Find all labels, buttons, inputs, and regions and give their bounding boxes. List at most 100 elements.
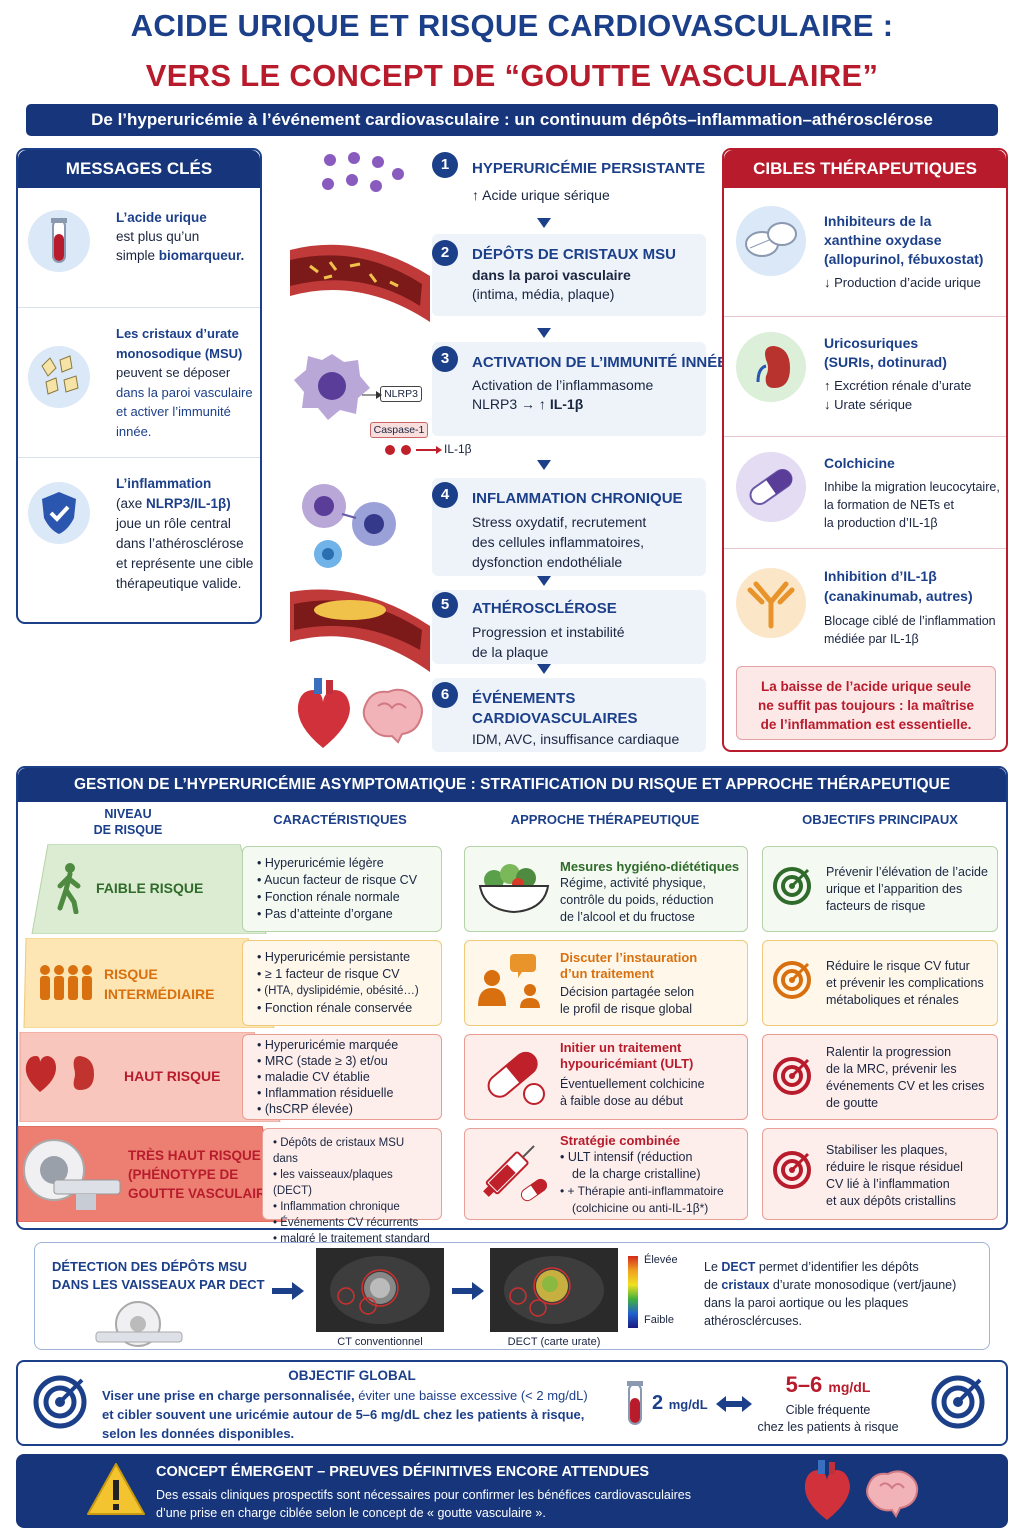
arrow-down-icon (537, 460, 551, 470)
shield-icon (28, 482, 90, 544)
step-6-title-2: CARDIOVASCULAIRES (472, 710, 638, 727)
antibody-icon (736, 568, 806, 638)
color-scale-bar (628, 1256, 638, 1328)
brain-icon (862, 1468, 922, 1518)
arrow-small-icon (362, 388, 382, 400)
step-3-title: ACTIVATION DE L’IMMUNITÉ INNÉE (472, 354, 728, 371)
arrow-down-icon (537, 328, 551, 338)
ap-high-title-1: Initier un traitement (560, 1040, 682, 1055)
level-low-label: FAIBLE RISQUE (96, 880, 204, 896)
pills-icon (736, 206, 806, 276)
step-1-title: HYPERURICÉMIE PERSISTANTE (472, 160, 706, 177)
step-5-box (432, 590, 706, 664)
ap-int-2: le profil de risque global (560, 1002, 693, 1016)
pill-capsule-icon (478, 1044, 552, 1108)
step-6-box (432, 678, 706, 752)
t1-desc: ↓ Production d’acide urique (824, 275, 981, 290)
target-icon (772, 960, 812, 1000)
t4-desc-2: médiée par IL-1β (824, 632, 919, 646)
row-high-characteristics: Hyperuricémie marquéeMRC (stade ≥ 3) et/… (242, 1034, 442, 1120)
target-icon (772, 1150, 812, 1190)
target-icon (32, 1374, 88, 1430)
km2-line-4: dans la paroi vasculaire (116, 384, 253, 400)
key-messages-header: MESSAGES CLÉS (18, 150, 260, 188)
ct-scanner-small-icon (92, 1298, 212, 1348)
dect-caption: DECT (carte urate) (507, 1336, 601, 1348)
ct-scanner-icon (20, 1134, 124, 1214)
goal-value-low: 2 (652, 1392, 664, 1414)
salad-bowl-icon (474, 858, 554, 918)
t1-title-3: (allopurinol, fébuxostat) (824, 251, 984, 267)
test-tube-icon (28, 210, 90, 272)
ap-high-1: Éventuellement colchicine (560, 1077, 705, 1091)
t3-desc-2: la formation de NETs et (824, 498, 954, 512)
col-characteristics: CARACTÉRISTIQUES (273, 812, 407, 827)
ap-int-title-2: d’un traitement (560, 966, 654, 981)
goal-unit-target: mg/dL (828, 1379, 871, 1395)
step-4-title: INFLAMMATION CHRONIQUE (472, 490, 683, 507)
title-line-2: VERS LE CONCEPT DE “GOUTTE VASCULAIRE” (145, 58, 879, 93)
divider (724, 436, 1006, 437)
col-level-2: DE RISQUE (93, 823, 163, 837)
uric-acid-molecules-icon (318, 152, 408, 200)
km1-line-b: est plus qu’un (116, 229, 200, 244)
t2-desc-1: ↑ Excrétion rénale d’urate (824, 378, 972, 393)
footer-text-1: Des essais cliniques prospectifs sont né… (156, 1488, 691, 1502)
discussion-icon (474, 950, 554, 1010)
level-vhigh-label-1: TRÈS HAUT RISQUE (128, 1148, 261, 1163)
dect-desc-2a: de (704, 1278, 722, 1292)
goal-text-1b: éviter une baisse excessive (< 2 mg/dL) (354, 1388, 588, 1403)
ap-int-title-1: Discuter l’instauration (560, 950, 698, 965)
heart-kidney-icon (22, 1050, 102, 1096)
ap-low-2: contrôle du poids, réduction (560, 893, 714, 907)
dect-desc-1c: permet d’identifier les dépôts (755, 1260, 919, 1274)
t2-title-2: (SURIs, dotinurad) (824, 354, 947, 370)
step-4-line-1: Stress oxydatif, recrutement (472, 514, 647, 530)
ap-vhigh-4: (colchicine ou anti-IL-1β*) (572, 1201, 709, 1215)
step-1-number: 1 (432, 152, 458, 178)
goal-caption-2: chez les patients à risque (757, 1420, 899, 1434)
char-low-3: Fonction rénale normale (257, 889, 427, 906)
step-5-line-2: de la plaque (472, 644, 549, 660)
pyramid-level-intermediate (22, 937, 276, 1029)
ap-high-title-2: hypouricémiant (ULT) (560, 1056, 694, 1071)
step-5-line-1: Progression et instabilité (472, 624, 625, 640)
step-4-line-3: dysfonction endothéliale (472, 554, 623, 570)
km2-line-5: et activer l’immunité (116, 404, 231, 419)
level-int-label-1: RISQUE (104, 966, 158, 982)
row-int-characteristics: Hyperuricémie persistante≥ 1 facteur de … (242, 940, 442, 1026)
char-vhigh-3: Inflammation chronique (273, 1199, 431, 1215)
char-high-4: Inflammation résiduelle (257, 1085, 427, 1101)
goal-unit-low: mg/dL (668, 1397, 708, 1412)
scale-high-label: Élevée (644, 1254, 678, 1266)
km3-line-2a: (axe (116, 496, 147, 511)
t1-title-1: Inhibiteurs de la (824, 213, 932, 229)
row-vhigh-characteristics: Dépôts de cristaux MSU dansles vaisseaux… (262, 1128, 442, 1245)
divider (724, 316, 1006, 317)
obj-int-3: métaboliques et rénales (826, 993, 959, 1007)
kidney-icon (736, 332, 806, 402)
step-4-box (432, 478, 706, 576)
targets-header: CIBLES THÉRAPEUTIQUES (724, 150, 1006, 188)
step-6-number: 6 (432, 682, 458, 708)
level-high-label: HAUT RISQUE (124, 1068, 221, 1084)
goal-title: OBJECTIF GLOBAL (288, 1368, 416, 1383)
step-3-line-2a: NLRP3 → ↑ (472, 396, 550, 412)
char-high-5: (hsCRP élevée) (257, 1101, 427, 1117)
t3-desc-1: Inhibe la migration leucocytaire, (824, 480, 1000, 494)
tube-icon (626, 1380, 644, 1426)
char-vhigh-2: les vaisseaux/plaques (DECT) (273, 1167, 431, 1199)
arrow-right-icon (272, 1282, 304, 1300)
char-high-1: Hyperuricémie marquée (257, 1037, 427, 1053)
obj-vhigh-4: et aux dépôts cristallins (826, 1194, 956, 1208)
title-line-1: ACIDE URIQUE ET RISQUE CARDIOVASCULAIRE … (130, 8, 894, 43)
macrophage-icon (292, 350, 372, 422)
heart-icon (292, 678, 354, 752)
obj-low-3: facteurs de risque (826, 899, 926, 913)
target-icon (772, 866, 812, 906)
inflammatory-cells-icon (294, 478, 404, 574)
obj-int-1: Réduire le risque CV futur (826, 959, 970, 973)
vessel-crystals-illustration (290, 236, 430, 322)
arrow-right-icon (452, 1282, 484, 1300)
goal-value-target: 5–6 (785, 1372, 823, 1397)
